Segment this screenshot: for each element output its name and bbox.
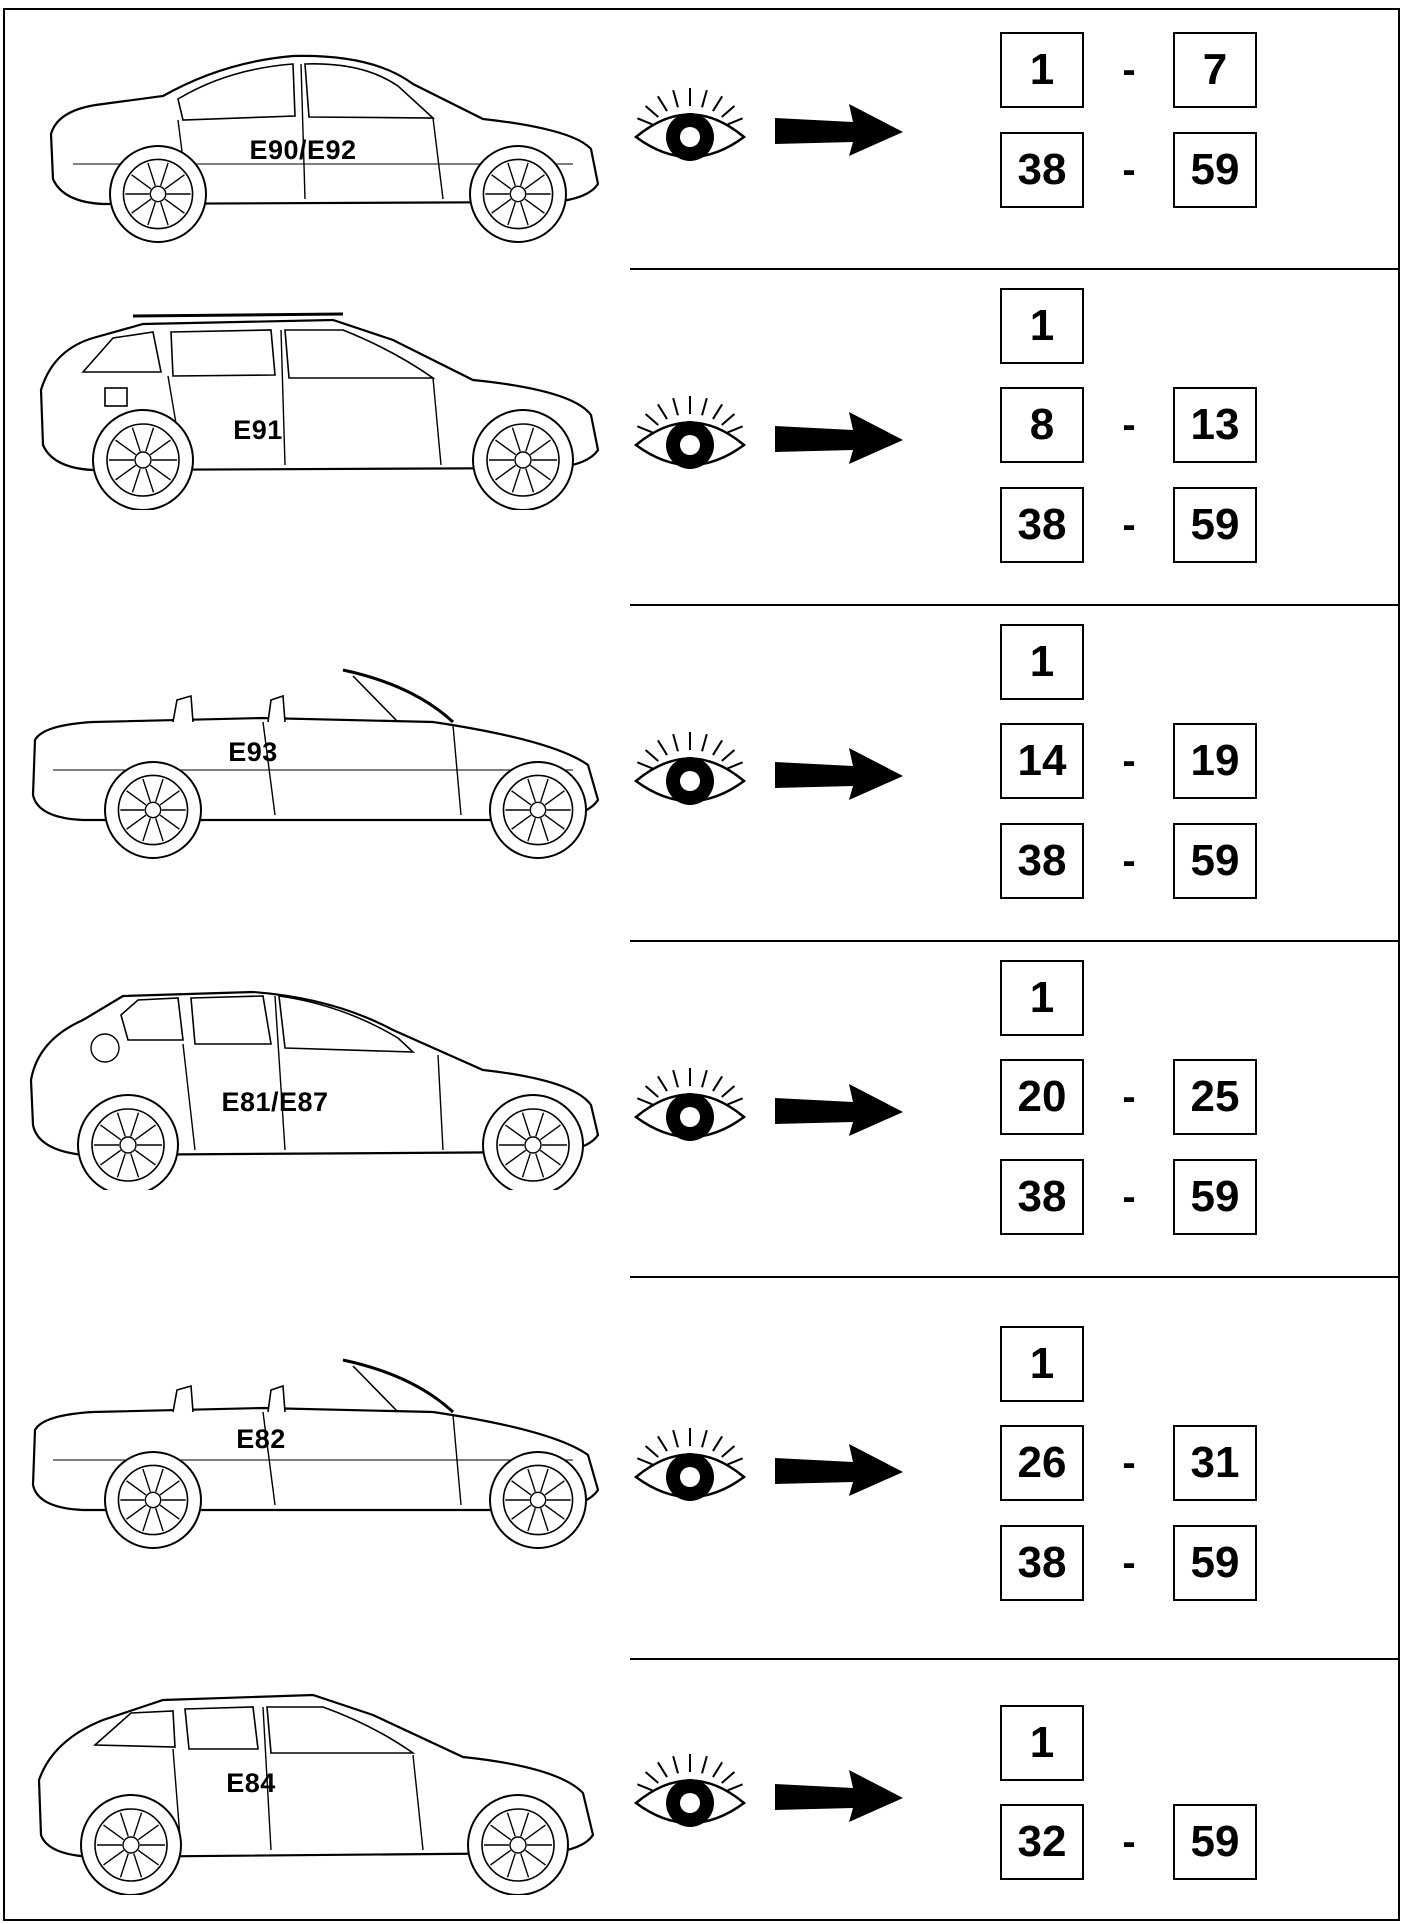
range-start-box: 32 [1000,1804,1084,1880]
eye-icon [630,390,750,480]
range-start-box: 1 [1000,960,1084,1036]
car-illustration [13,280,623,510]
range-start-box: 38 [1000,823,1084,899]
range-separator: - [1122,1075,1136,1119]
range-separator: - [1122,1820,1136,1864]
arrow-right-icon [775,744,905,804]
row-divider [630,604,1398,606]
range-start-box: 1 [1000,624,1084,700]
range-end-box: 59 [1173,487,1257,563]
car-illustration [13,24,623,254]
range-end-box: 7 [1173,32,1257,108]
row-divider [630,268,1398,270]
eye-icon [630,1062,750,1152]
car-illustration [13,1320,623,1550]
car-illustration [13,1665,623,1895]
range-start-box: 1 [1000,32,1084,108]
range-start-box: 14 [1000,723,1084,799]
range-end-box: 59 [1173,823,1257,899]
range-start-box: 1 [1000,288,1084,364]
range-separator: - [1122,48,1136,92]
eye-icon [630,1422,750,1512]
row-divider [630,1658,1398,1660]
range-end-box: 25 [1173,1059,1257,1135]
range-start-box: 38 [1000,487,1084,563]
range-start-box: 1 [1000,1705,1084,1781]
range-end-box: 59 [1173,1525,1257,1601]
model-label: E84 [226,1768,276,1798]
range-end-box: 13 [1173,387,1257,463]
range-start-box: 38 [1000,132,1084,208]
range-separator: - [1122,148,1136,192]
row-divider [630,940,1398,942]
range-separator: - [1122,403,1136,447]
range-end-box: 59 [1173,1159,1257,1235]
model-label: E91 [233,415,283,445]
eye-icon [630,82,750,172]
range-end-box: 31 [1173,1425,1257,1501]
range-start-box: 26 [1000,1425,1084,1501]
range-end-box: 59 [1173,132,1257,208]
row-divider [630,1276,1398,1278]
car-illustration [13,630,623,860]
model-label: E82 [236,1424,286,1454]
range-separator: - [1122,503,1136,547]
range-separator: - [1122,739,1136,783]
range-separator: - [1122,1541,1136,1585]
eye-icon [630,726,750,816]
range-end-box: 59 [1173,1804,1257,1880]
model-label: E81/E87 [221,1087,329,1117]
model-label: E93 [228,737,278,767]
range-start-box: 38 [1000,1525,1084,1601]
arrow-right-icon [775,408,905,468]
range-start-box: 1 [1000,1326,1084,1402]
range-end-box: 19 [1173,723,1257,799]
range-start-box: 20 [1000,1059,1084,1135]
range-separator: - [1122,839,1136,883]
model-label: E90/E92 [249,135,357,165]
range-separator: - [1122,1441,1136,1485]
car-illustration [13,960,623,1190]
arrow-right-icon [775,1440,905,1500]
arrow-right-icon [775,1766,905,1826]
range-start-box: 38 [1000,1159,1084,1235]
range-start-box: 8 [1000,387,1084,463]
arrow-right-icon [775,1080,905,1140]
eye-icon [630,1748,750,1838]
arrow-right-icon [775,100,905,160]
range-separator: - [1122,1175,1136,1219]
